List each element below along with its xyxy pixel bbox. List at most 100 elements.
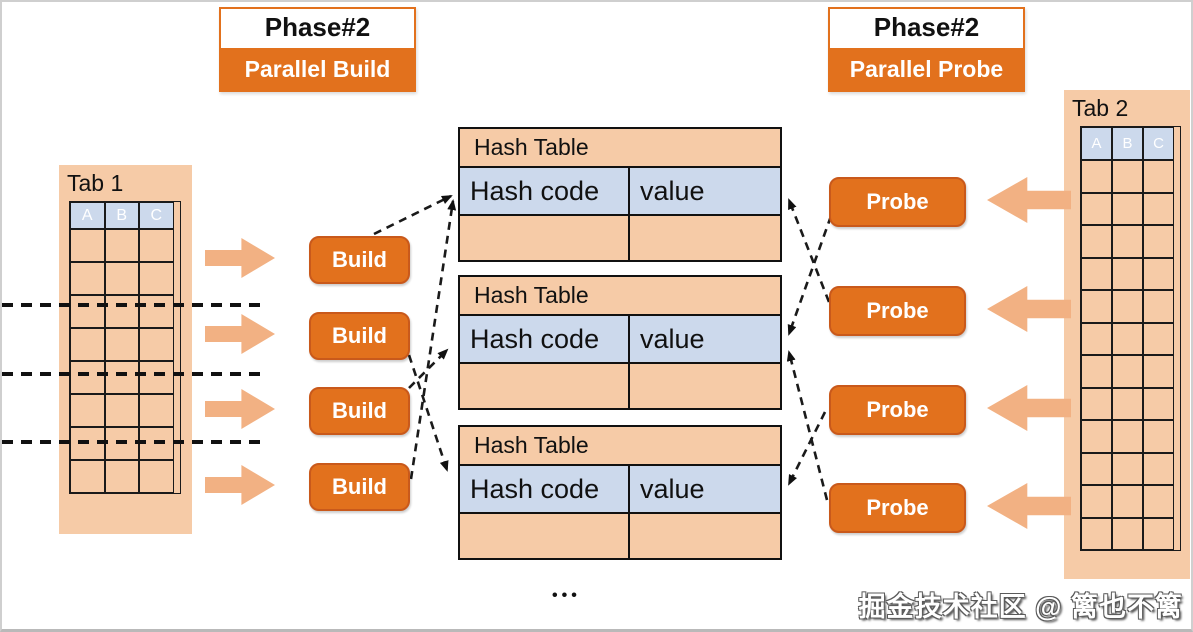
table-cell: [1112, 485, 1143, 518]
column-header: B: [104, 202, 139, 229]
table-cell: [1112, 225, 1143, 258]
table-cell: [1081, 290, 1112, 323]
value-header-cell: value: [630, 168, 780, 214]
table-cell: [1143, 257, 1174, 290]
value-header-cell: value: [630, 466, 780, 512]
value-empty-cell: [630, 216, 780, 260]
partition-divider: [2, 440, 266, 444]
table-cell: [104, 361, 139, 394]
table-cell: [1143, 517, 1174, 550]
build-flow-arrow-icon: [205, 238, 275, 278]
table-cell: [70, 295, 105, 328]
phase-probe-subtitle: Parallel Probe: [830, 46, 1023, 90]
table-cell: [1112, 192, 1143, 225]
build-flow-arrow-icon: [205, 314, 275, 354]
tab2-label: Tab 2: [1072, 95, 1129, 121]
table-cell: [1112, 257, 1143, 290]
table-cell: [1112, 387, 1143, 420]
table-cell: [104, 460, 139, 493]
build-flow-arrow-icon: [205, 465, 275, 505]
table-cell: [1081, 452, 1112, 485]
column-header: C: [1143, 127, 1174, 160]
phase-build-subtitle: Parallel Build: [221, 46, 414, 90]
probe-button-3: Probe: [829, 385, 966, 435]
hash-code-header-cell: Hash code: [460, 316, 630, 362]
hash-table-title: Hash Table: [474, 282, 589, 308]
table-cell: [1081, 322, 1112, 355]
table-cell: [70, 328, 105, 361]
table-cell: [1112, 517, 1143, 550]
connector-probe-4-to-hash-table-2: [786, 350, 829, 501]
table-cell: [1112, 420, 1143, 453]
build-button-4: Build: [309, 463, 410, 511]
table-cell: [1081, 485, 1112, 518]
table-cell: [104, 295, 139, 328]
ellipsis: •••: [552, 587, 581, 604]
value-empty-cell: [630, 514, 780, 558]
phase-probe-box: Phase#2 Parallel Probe: [828, 7, 1025, 92]
column-header: A: [70, 202, 105, 229]
connector-build-2-to-hash-table-3: [407, 354, 449, 472]
hash-table-title: Hash Table: [474, 134, 589, 160]
table-cell: [1143, 452, 1174, 485]
table-cell: [1081, 160, 1112, 193]
table-cell: [139, 361, 174, 394]
hash-code-empty-cell: [460, 514, 630, 558]
table-cell: [70, 394, 105, 427]
probe-flow-arrow-icon: [987, 385, 1071, 431]
partition-divider: [2, 372, 266, 376]
table-cell: [1112, 290, 1143, 323]
probe-flow-arrow-icon: [987, 483, 1071, 529]
table-cell: [1143, 322, 1174, 355]
connector-build-1-to-hash-table-1: [373, 194, 453, 236]
phase-build-box: Phase#2 Parallel Build: [219, 7, 416, 92]
table-cell: [1143, 160, 1174, 193]
probe-flow-arrow-icon: [987, 177, 1071, 223]
table-cell: [104, 229, 139, 262]
table-cell: [139, 262, 174, 295]
table-cell: [1143, 355, 1174, 388]
table-cell: [104, 394, 139, 427]
table-cell: [1081, 387, 1112, 420]
build-flow-arrow-icon: [205, 389, 275, 429]
table-cell: [1081, 192, 1112, 225]
probe-button-2: Probe: [829, 286, 966, 336]
tab1-label: Tab 1: [67, 170, 124, 196]
table-cell: [70, 262, 105, 295]
hash-table-2: Hash Table Hash code value: [458, 275, 782, 410]
connector-probe-1-to-hash-table-2: [787, 215, 833, 336]
build-button-2: Build: [309, 312, 410, 360]
table-cell: [1112, 322, 1143, 355]
column-header: A: [1081, 127, 1112, 160]
value-header-cell: value: [630, 316, 780, 362]
build-button-3: Build: [309, 387, 410, 435]
table-cell: [1081, 420, 1112, 453]
table-cell: [139, 394, 174, 427]
table-cell: [70, 229, 105, 262]
connector-build-3-to-hash-table-2: [408, 348, 449, 389]
table-cell: [139, 295, 174, 328]
table-cell: [1143, 420, 1174, 453]
connector-probe-3-to-hash-table-3: [787, 411, 827, 486]
table-cell: [70, 460, 105, 493]
table-cell: [1081, 517, 1112, 550]
table-cell: [1143, 225, 1174, 258]
build-button-1: Build: [309, 236, 410, 284]
connector-probe-2-to-hash-table-1: [787, 198, 831, 303]
value-empty-cell: [630, 364, 780, 408]
hash-table-title: Hash Table: [474, 432, 589, 458]
table-cell: [1143, 485, 1174, 518]
table-cell: [1081, 257, 1112, 290]
column-header: C: [139, 202, 174, 229]
hash-code-header-cell: Hash code: [460, 466, 630, 512]
hash-code-header-cell: Hash code: [460, 168, 630, 214]
table-cell: [1081, 225, 1112, 258]
partition-divider: [2, 303, 266, 307]
table-cell: [1112, 355, 1143, 388]
table-cell: [139, 328, 174, 361]
phase-probe-title: Phase#2: [830, 9, 1023, 46]
